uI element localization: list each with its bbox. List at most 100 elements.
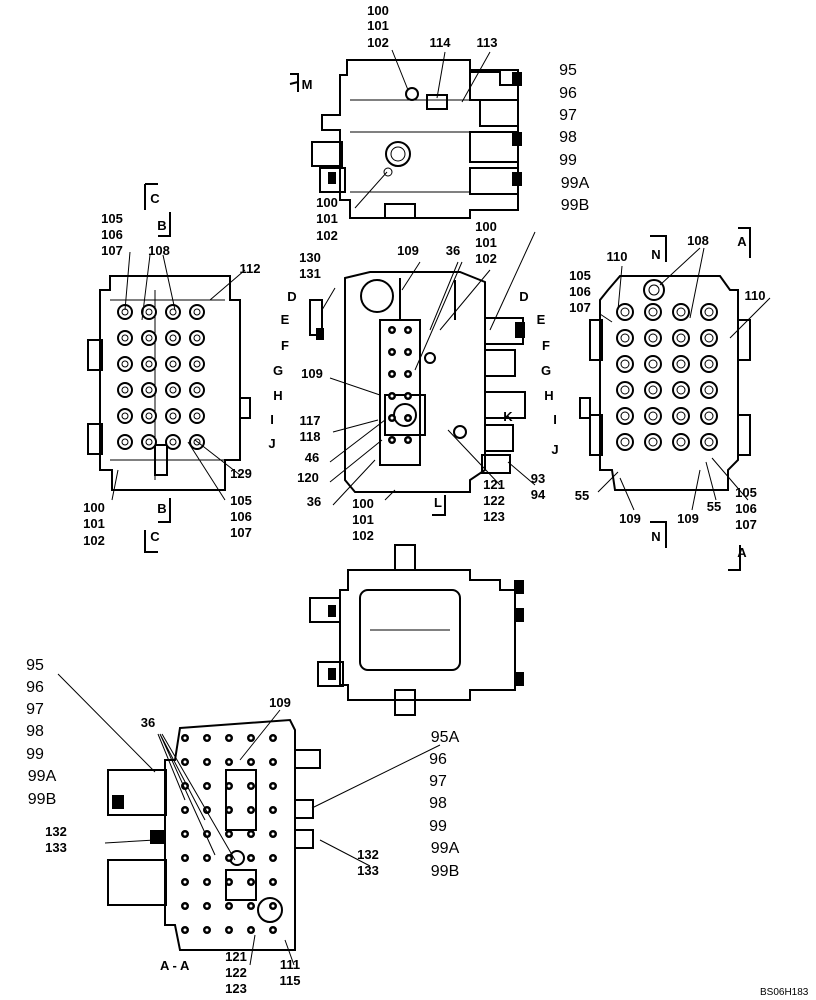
callout-section-a-a-95: 95	[26, 657, 44, 674]
callout-front-121: 121	[483, 477, 505, 492]
callout-section-a-a-132: 132	[357, 847, 379, 862]
callout-front-36: 36	[307, 494, 321, 509]
bolt-circle	[165, 304, 181, 320]
bolt-hole	[248, 879, 254, 885]
bolt-hole	[145, 386, 153, 394]
bolt-hole	[204, 735, 210, 741]
bolt-circle	[189, 304, 205, 320]
callout-section-a-a-133: 133	[45, 840, 67, 855]
callout-section-a-a-98: 98	[26, 723, 44, 740]
bolt-hole	[226, 831, 232, 837]
section-mark-I: I	[553, 412, 557, 427]
bolt-hole	[182, 735, 188, 741]
callout-section-a-a-122: 122	[225, 965, 247, 980]
bolt-hole	[270, 903, 276, 909]
bolt-hole	[620, 385, 630, 395]
bolt-hole	[248, 759, 254, 765]
bolt-hole	[248, 927, 254, 933]
section-mark-E: E	[281, 312, 290, 327]
bolt-hole	[648, 385, 658, 395]
bolt-hole	[226, 879, 232, 885]
bolt-hole	[704, 437, 714, 447]
bolt-circle	[117, 356, 133, 372]
bolt-hole	[121, 438, 129, 446]
bolt-circle	[700, 355, 718, 373]
bolt-circle	[616, 381, 634, 399]
callout-top-99A: 99A	[561, 175, 590, 192]
section-a-a-view	[57, 673, 441, 966]
callout-front-122: 122	[483, 493, 505, 508]
callout-right-55: 55	[707, 499, 721, 514]
bolt-circle	[700, 329, 718, 347]
callout-top-100: 100	[316, 195, 338, 210]
bolt-hole	[389, 327, 395, 333]
bolt-hole	[648, 359, 658, 369]
callout-section-a-a-121: 121	[225, 949, 247, 964]
callout-top-113: 113	[477, 35, 498, 50]
right-view	[579, 227, 771, 571]
callout-right-109: 109	[619, 511, 641, 526]
bolt-hole	[204, 783, 210, 789]
bolt-hole	[648, 437, 658, 447]
bolt-hole	[169, 334, 177, 342]
callout-front-109: 109	[397, 243, 419, 258]
callout-front-36: 36	[446, 243, 460, 258]
callout-right-108: 108	[687, 233, 709, 248]
callout-front-131: 131	[299, 266, 321, 281]
bolt-hole	[676, 307, 686, 317]
section-caption: A - A	[160, 958, 190, 973]
bolt-circle	[616, 433, 634, 451]
bolt-hole	[405, 415, 411, 421]
bolt-hole	[248, 903, 254, 909]
bolt-hole	[182, 807, 188, 813]
callout-front-100: 100	[352, 496, 374, 511]
bolt-hole	[676, 359, 686, 369]
bolt-hole	[405, 393, 411, 399]
section-mark-J: J	[551, 442, 558, 457]
section-mark-L: L	[434, 495, 442, 510]
bolt-hole	[182, 903, 188, 909]
callout-left-105: 105	[230, 493, 252, 508]
bolt-circle	[672, 329, 690, 347]
bolt-circle	[644, 433, 662, 451]
section-mark-A: A	[737, 545, 747, 560]
bottom-view	[309, 544, 524, 716]
bolt-circle	[117, 408, 133, 424]
bolt-hole	[620, 333, 630, 343]
callout-left-107: 107	[101, 243, 123, 258]
bolt-hole	[704, 385, 714, 395]
bolt-hole	[204, 903, 210, 909]
bolt-hole	[204, 855, 210, 861]
bolt-circle	[700, 433, 718, 451]
section-mark-G: G	[541, 363, 551, 378]
callout-section-a-a-99A: 99A	[431, 840, 460, 857]
callout-front-120: 120	[297, 470, 319, 485]
bolt-circle	[644, 329, 662, 347]
bolt-circle	[141, 408, 157, 424]
bolt-hole	[145, 334, 153, 342]
front-view	[309, 231, 536, 516]
bolt-hole	[704, 359, 714, 369]
callout-right-110: 110	[607, 249, 628, 264]
callout-top-114: 114	[430, 35, 452, 50]
bolt-hole	[704, 333, 714, 343]
callout-top-99: 99	[559, 152, 577, 169]
bolt-hole	[405, 327, 411, 333]
callout-section-a-a-99: 99	[429, 818, 447, 835]
bolt-hole	[145, 412, 153, 420]
callout-right-106: 106	[569, 284, 591, 299]
section-mark-H: H	[273, 388, 282, 403]
section-mark-B: B	[157, 218, 166, 233]
bolt-circle	[141, 304, 157, 320]
bolt-hole	[676, 437, 686, 447]
bolt-hole	[405, 349, 411, 355]
bolt-hole	[648, 307, 658, 317]
bolt-circle	[672, 433, 690, 451]
bolt-hole	[270, 807, 276, 813]
bolt-hole	[169, 412, 177, 420]
callout-left-100: 100	[83, 500, 105, 515]
bolt-hole	[248, 831, 254, 837]
bolt-hole	[389, 415, 395, 421]
bolt-circle	[165, 408, 181, 424]
bolt-hole	[226, 807, 232, 813]
